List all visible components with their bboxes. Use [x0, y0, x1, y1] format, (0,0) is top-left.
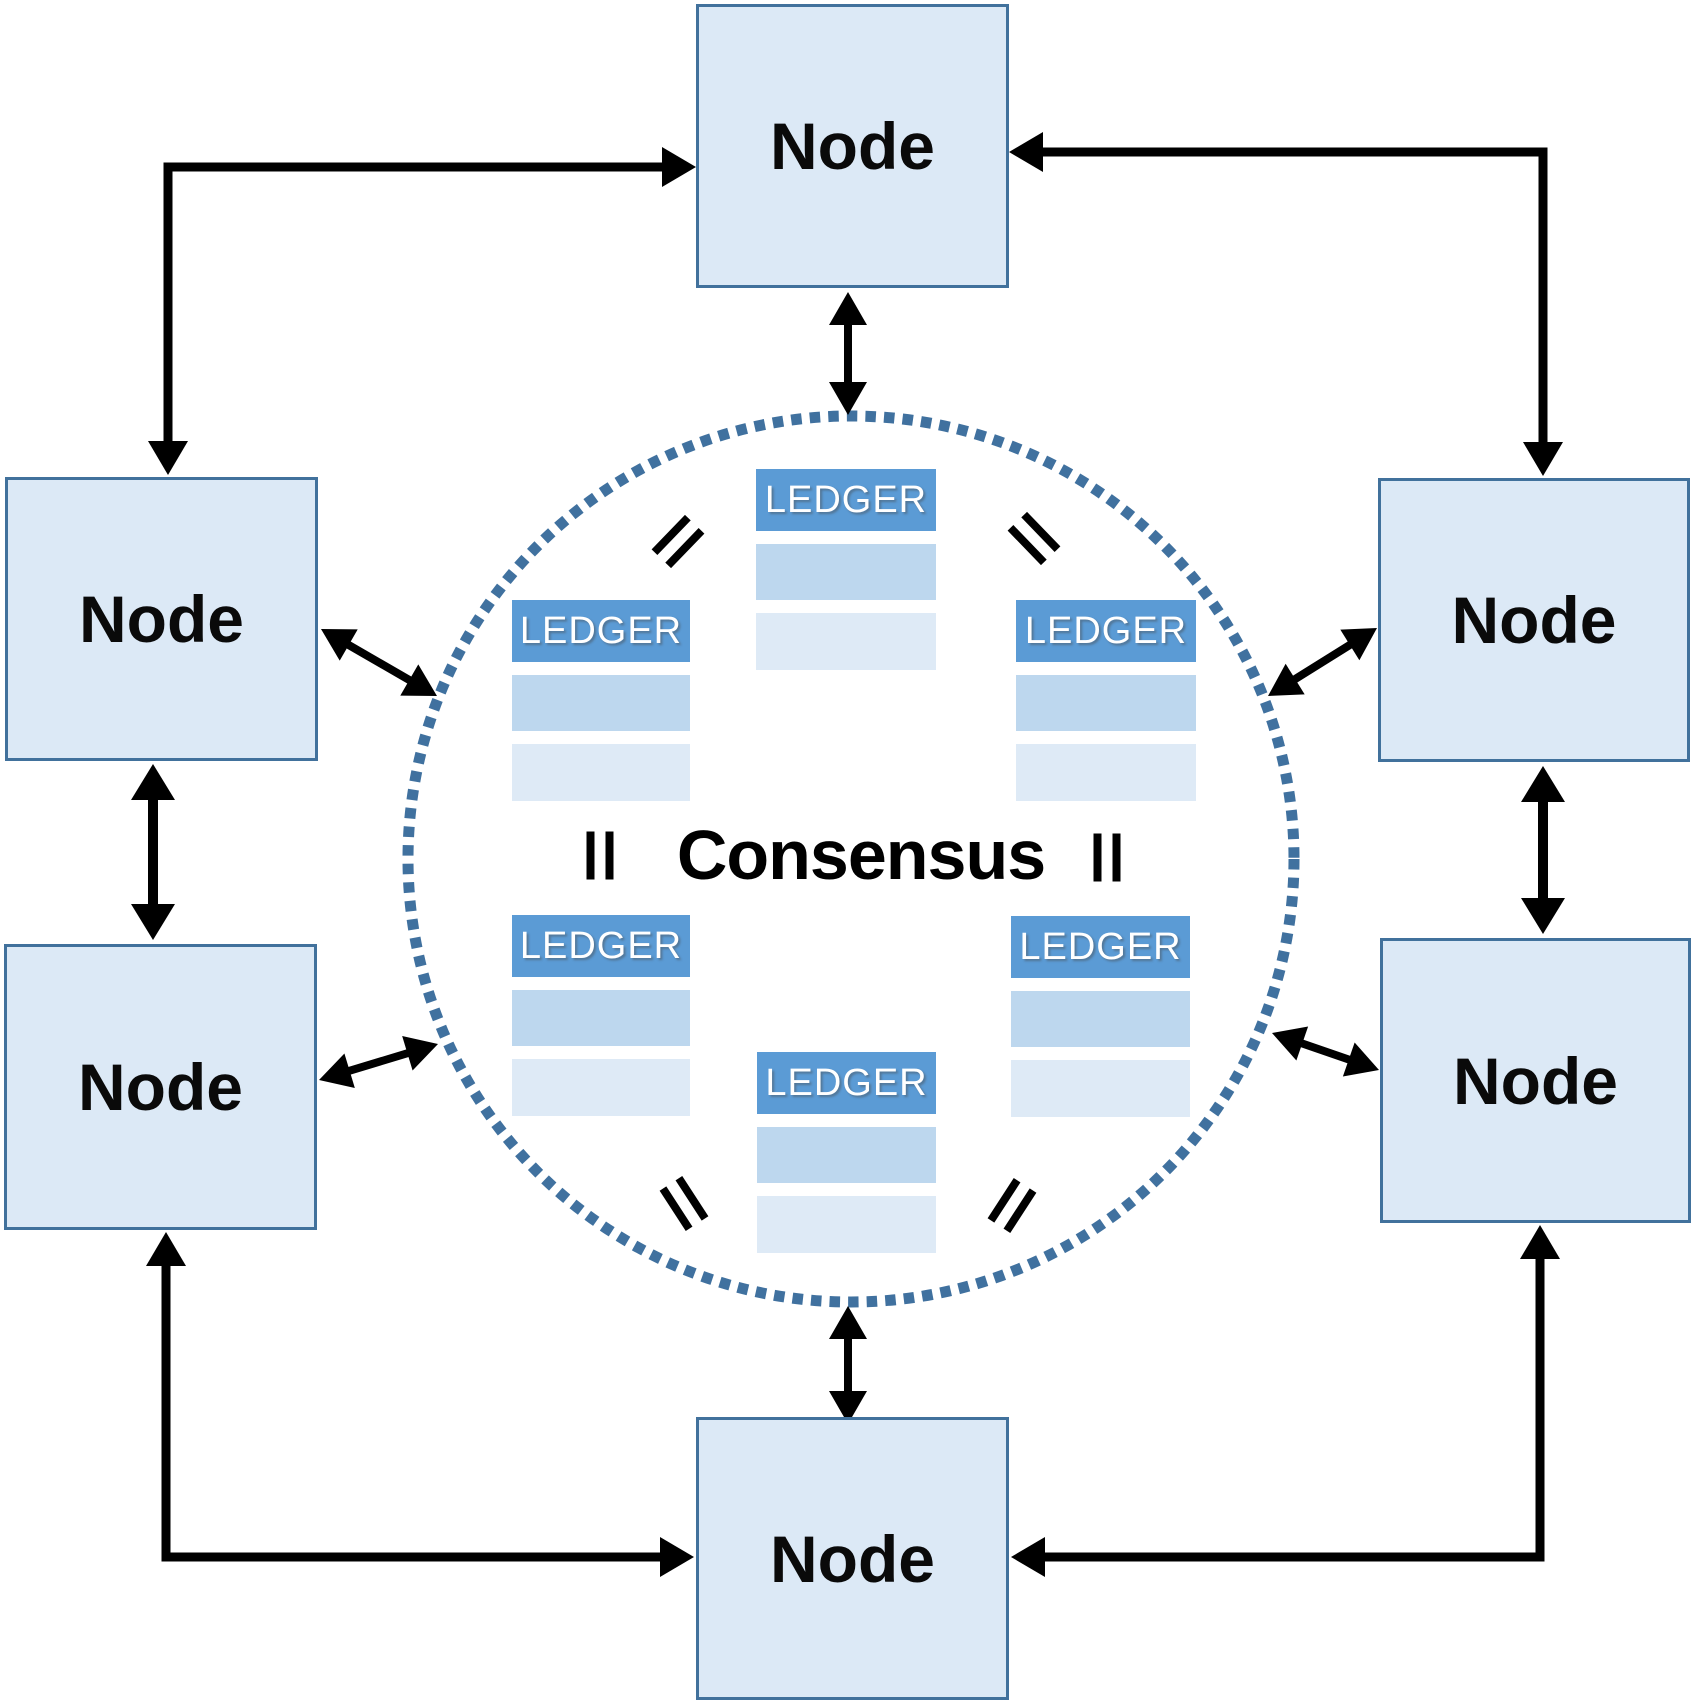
arrow-right-node-to-node: [1521, 766, 1565, 934]
arrow-top-node-to-ring: [829, 292, 867, 415]
node-label: Node: [1453, 1043, 1618, 1118]
node-box-top: Node: [696, 4, 1009, 288]
arrow-right-lower-diagonal: [1272, 1026, 1379, 1077]
ledger-header: LEDGER: [1011, 916, 1190, 978]
node-label: Node: [79, 582, 244, 656]
ledger-header: LEDGER: [512, 915, 690, 977]
ledger-top-center: LEDGER: [756, 469, 936, 670]
ledger-row-2: [757, 1196, 936, 1253]
ledger-right-lower: LEDGER: [1011, 916, 1190, 1117]
equals-bar: [1112, 833, 1121, 882]
arrow-elbow-bottom-right: [1011, 1225, 1560, 1577]
arrow-elbow-top-left: [148, 147, 696, 475]
ledger-row-1: [512, 990, 690, 1046]
ledger-row-2: [756, 613, 936, 670]
equals-bar: [1093, 833, 1102, 882]
ledger-row-2: [512, 1059, 690, 1116]
arrow-left-node-to-node: [131, 764, 175, 940]
ledger-row-1: [757, 1127, 936, 1183]
consensus-ring: [402, 410, 1300, 1308]
node-box-right-upper: Node: [1378, 478, 1690, 762]
arrow-elbow-top-right: [1009, 132, 1563, 476]
arrow-bottom-node-to-ring: [829, 1306, 867, 1424]
equals-sign-middle-right: [1093, 833, 1121, 882]
ledger-row-2: [1016, 744, 1196, 801]
arrow-right-upper-diagonal: [1268, 628, 1377, 696]
node-box-left-upper: Node: [5, 477, 318, 761]
equals-sign-middle-left: [586, 831, 614, 880]
node-label: Node: [78, 1050, 243, 1124]
node-box-left-lower: Node: [4, 944, 317, 1230]
ledger-header: LEDGER: [757, 1052, 936, 1114]
ledger-row-1: [756, 544, 936, 600]
ledger-header: LEDGER: [512, 600, 690, 662]
ledger-row-1: [1016, 675, 1196, 731]
node-box-right-lower: Node: [1380, 938, 1691, 1223]
equals-bar: [586, 831, 595, 880]
equals-bar: [605, 831, 614, 880]
ledger-left-upper: LEDGER: [512, 600, 690, 801]
ledger-left-lower: LEDGER: [512, 915, 690, 1116]
node-box-bottom: Node: [696, 1417, 1009, 1700]
ledger-bottom-center: LEDGER: [757, 1052, 936, 1253]
consensus-label: Consensus: [676, 816, 1046, 894]
arrow-left-upper-diagonal: [321, 629, 437, 696]
node-label: Node: [1451, 583, 1617, 657]
ledger-header: LEDGER: [1016, 600, 1196, 662]
ledger-row-1: [512, 675, 690, 731]
ledger-header: LEDGER: [756, 469, 936, 531]
arrow-elbow-bottom-left: [146, 1232, 694, 1577]
node-label: Node: [770, 1521, 935, 1596]
ledger-right-upper: LEDGER: [1016, 600, 1196, 801]
ledger-row-1: [1011, 991, 1190, 1047]
ledger-row-2: [512, 744, 690, 801]
node-label: Node: [770, 109, 935, 183]
arrow-left-lower-diagonal: [319, 1036, 438, 1088]
ledger-row-2: [1011, 1060, 1190, 1117]
